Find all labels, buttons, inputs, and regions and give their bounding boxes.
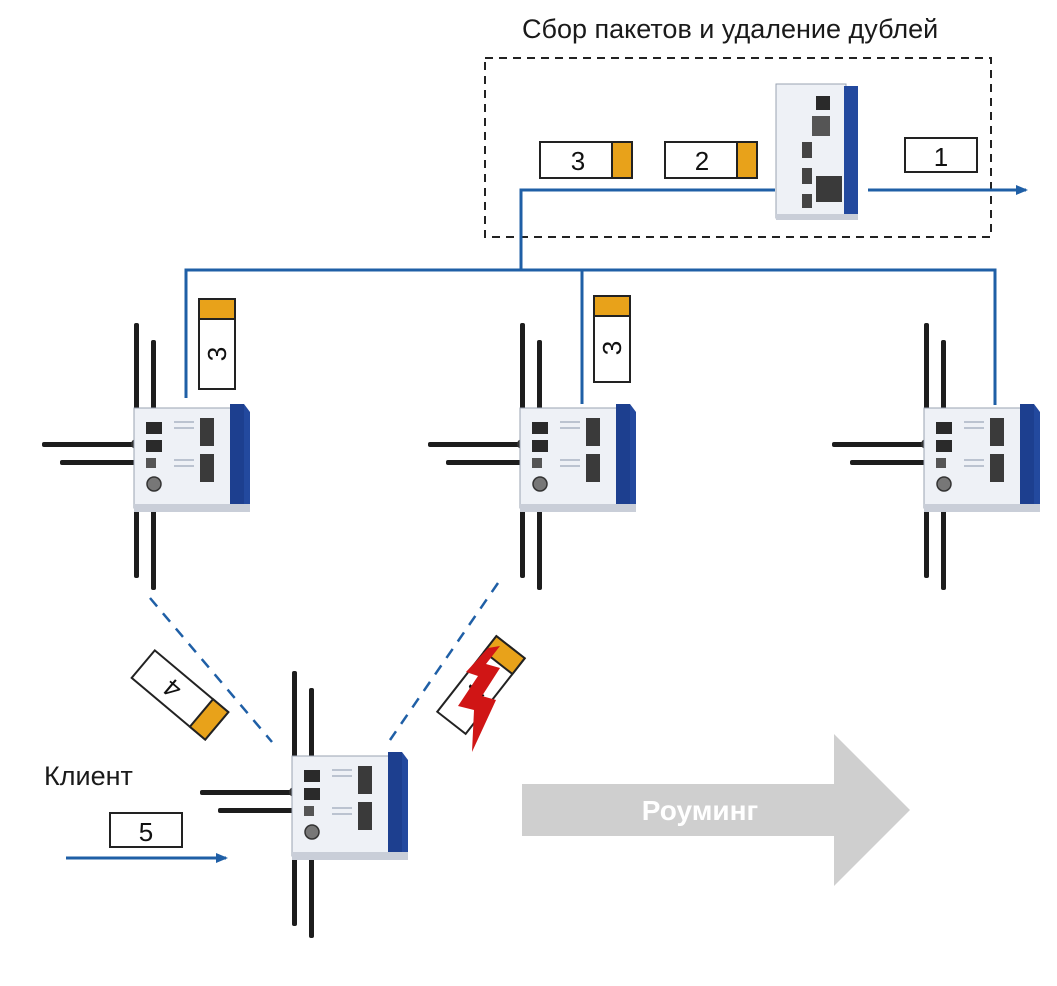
collection-area (484, 57, 992, 238)
diagram-title: Сбор пакетов и удаление дублей (522, 14, 939, 44)
roaming-label: Роуминг (642, 795, 758, 826)
packet-out: 1 (904, 137, 978, 173)
packet-number: 5 (139, 817, 153, 847)
packet-number: 3 (202, 347, 232, 361)
packet-number: 1 (934, 142, 948, 172)
switch-icon (775, 83, 858, 220)
packet-number: 3 (571, 146, 585, 176)
client-label: Клиент (44, 761, 133, 791)
packet-number: 3 (597, 341, 627, 355)
packet-client-in: 5 (109, 812, 183, 848)
interference-icon (458, 646, 500, 752)
packet-up-mid: 3 (593, 295, 631, 383)
packet-up-left: 3 (198, 298, 236, 390)
packet-number: 2 (695, 146, 709, 176)
packet-to-left-ap: 4 (130, 648, 230, 742)
access-point-icon (832, 323, 1041, 590)
roaming-arrow: Роуминг (522, 734, 910, 886)
network-links (66, 185, 1028, 863)
packet-queue-a: 2 (664, 141, 758, 179)
client-device-icon (200, 671, 409, 938)
packet-queue-b: 3 (539, 141, 633, 179)
